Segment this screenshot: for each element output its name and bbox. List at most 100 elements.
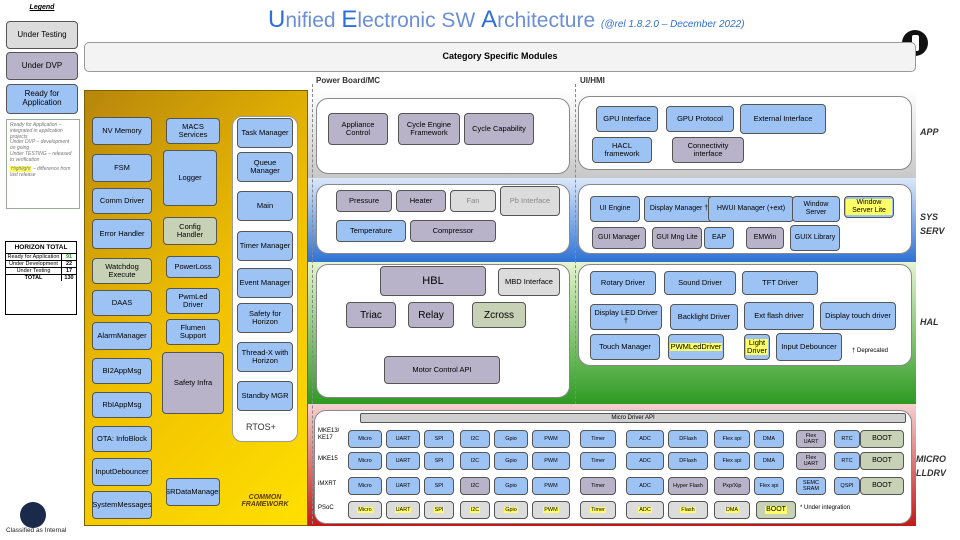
- module-external-interface: External Interface: [740, 104, 826, 134]
- module-display-touch-driver: Display touch driver: [820, 302, 896, 330]
- highlight-label: I2C: [469, 506, 481, 514]
- module-touch-manager: Touch Manager: [590, 334, 660, 360]
- module-gpu-interface: GPU Interface: [596, 106, 658, 132]
- horizon-row-label: TOTAL: [6, 275, 62, 281]
- layer-app-label: APP: [920, 127, 939, 137]
- legend-note: Under DVP – development on going: [10, 139, 70, 151]
- horizon-row-label: Ready for Application: [6, 254, 62, 260]
- module-sound-driver: Sound Driver: [664, 271, 736, 295]
- module-ota-infoblock: OTA: InfoBlock: [92, 426, 152, 452]
- section-ui: UI/HMI: [580, 76, 605, 85]
- highlight-label: DMA: [724, 506, 740, 514]
- module-daas: DAAS: [92, 290, 152, 316]
- horizon-row-value: 17: [65, 268, 73, 274]
- module-window-server-lite: Window Server Lite: [844, 196, 894, 218]
- rtos-timer-manager: Timer Manager: [237, 231, 293, 261]
- module-cycle-engine-framework: Cycle Engine Framework: [398, 113, 460, 145]
- micro-mke15-rtc: RTC: [834, 452, 860, 470]
- module-comm-driver: Comm Driver: [92, 188, 152, 214]
- micro-mke13-ke17-boot: BOOT: [860, 430, 904, 448]
- page-title: Unified Electronic SW Architecture (@rel…: [268, 6, 788, 34]
- micro-mke13-ke17-uart: UART: [386, 430, 420, 448]
- module-pressure: Pressure: [336, 190, 392, 212]
- micro-psoc-spi: SPI: [424, 501, 454, 519]
- integration-note: * Under integration: [800, 505, 851, 511]
- module-rbiappmsg: RbIAppMsg: [92, 392, 152, 418]
- legend-notes: Ready for Application – integrated in ap…: [6, 119, 80, 209]
- rtos-event-manager: Event Manager: [237, 268, 293, 298]
- micro-mke15-spi: SPI: [424, 452, 454, 470]
- module-mbd-interface: MBD Interface: [498, 268, 560, 296]
- title-letter-u: U: [268, 6, 286, 33]
- category-bar: Category Specific Modules: [84, 42, 916, 72]
- rtos-safety-for-horizon: Safety for Horizon: [237, 303, 293, 333]
- module-inputdebouncer: InputDebouncer: [92, 458, 152, 486]
- highlight-label: SPI: [433, 506, 445, 514]
- module-window-server: Window Server: [792, 196, 840, 222]
- highlight-label: Micro: [357, 506, 373, 514]
- micro-mke13-ke17-flex-spi: Flex spi: [714, 430, 750, 448]
- micro-psoc-pwm: PWM: [532, 501, 570, 519]
- rtos-main: Main: [237, 191, 293, 221]
- module-config-handler: Config Handler: [163, 217, 217, 245]
- micro-driver-api: Micro Driver API: [360, 413, 906, 423]
- divider: [312, 84, 313, 524]
- micro-imxrt-pxp-xip: Pxp/Xip: [714, 477, 750, 495]
- micro-psoc-gpio: Gpio: [494, 501, 528, 519]
- micro-mke15-boot: BOOT: [860, 452, 904, 470]
- module-bi2appmsg: BI2AppMsg: [92, 358, 152, 384]
- micro-mke15-gpio: Gpio: [494, 452, 528, 470]
- micro-imxrt-micro: Micro: [348, 477, 382, 495]
- module-heater: Heater: [396, 190, 446, 212]
- highlight-label: PWM: [543, 506, 559, 514]
- title-part: nified: [285, 9, 342, 32]
- module-relay: Relay: [408, 302, 454, 328]
- highlight-label: Timer: [590, 506, 606, 514]
- micro-imxrt-qspi: QSPI: [834, 477, 860, 495]
- module-fsm: FSM: [92, 154, 152, 182]
- micro-row-label: iMXRT: [318, 481, 337, 487]
- module-pwmled-driver: PwmLed Driver: [166, 288, 220, 314]
- micro-mke13-ke17-rtc: RTC: [834, 430, 860, 448]
- micro-psoc-adc: ADC: [626, 501, 664, 519]
- highlight-label: Window Server Lite: [846, 199, 892, 215]
- module-gui-mng-lite: GUI Mng Lite: [652, 227, 702, 249]
- horizon-row-label: Under Testing: [6, 268, 62, 274]
- legend-under-dvp: Under DVP: [6, 52, 78, 80]
- highlight-label: PWMLedDriver: [669, 341, 723, 352]
- module-ext-flash-driver: Ext flash driver: [744, 302, 814, 330]
- highlight-label: ADC: [638, 506, 652, 514]
- micro-mke15-adc: ADC: [626, 452, 664, 470]
- module-powerloss: PowerLoss: [166, 256, 220, 278]
- module-eap: EAP: [704, 227, 734, 249]
- micro-mke15-flex-uart: Flex UART: [796, 452, 826, 470]
- module-logger: Logger: [163, 150, 217, 206]
- micro-psoc-timer: Timer: [580, 501, 616, 519]
- rtos-queue-manager: Queue Manager: [237, 152, 293, 182]
- module-triac: Triac: [346, 302, 396, 328]
- rtos-thread-x-with-horizon: Thread-X with Horizon: [237, 342, 293, 372]
- micro-row-label: MKE13/ KE17: [318, 428, 340, 441]
- divider: [575, 84, 576, 404]
- legend-note: Ready for Application – integrated in ap…: [10, 122, 63, 140]
- micro-mke13-ke17-micro: Micro: [348, 430, 382, 448]
- module-input-debouncer: Input Debouncer: [776, 333, 842, 361]
- module-gpu-protocol: GPU Protocol: [666, 106, 734, 132]
- module-nv-memory: NV Memory: [92, 117, 152, 145]
- micro-row-label: PSoC: [318, 505, 334, 511]
- micro-mke15-micro: Micro: [348, 452, 382, 470]
- legend-highlight: Highlight: [10, 166, 32, 173]
- module-hbl: HBL: [380, 266, 486, 296]
- legend-note: – difference from last release: [10, 166, 71, 178]
- micro-imxrt-flex-spi: Flex spi: [754, 477, 784, 495]
- module-gui-manager: GUI Manager: [592, 227, 646, 249]
- module-hwui-manager-ext: HWUI Manager (+ext): [708, 196, 794, 222]
- module-compressor: Compressor: [410, 220, 496, 242]
- horizon-row-value: 91: [65, 254, 73, 260]
- micro-mke13-ke17-flex-uart: Flex UART: [796, 430, 826, 448]
- module-zcross: Zcross: [472, 302, 526, 328]
- highlight-label: Gpio: [504, 506, 518, 514]
- micro-mke15-flex-spi: Flex spi: [714, 452, 750, 470]
- module-light-driver: Light Driver: [744, 334, 770, 360]
